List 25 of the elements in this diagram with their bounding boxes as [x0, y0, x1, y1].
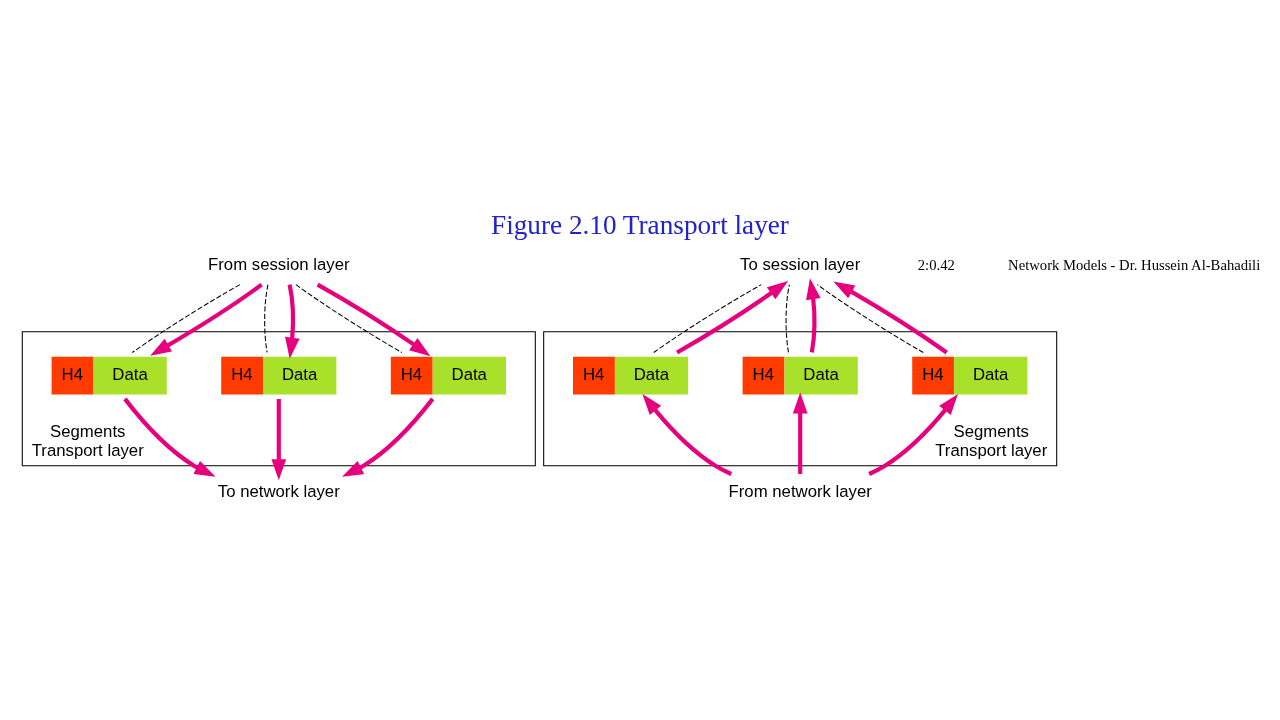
node-text: From network layer: [728, 481, 872, 501]
connector: [295, 284, 403, 354]
arrow: [285, 284, 300, 359]
connector: [264, 284, 269, 353]
node-text: To network layer: [217, 481, 340, 501]
arrow: [316, 282, 431, 357]
arrow: [833, 281, 948, 355]
node-text: From session layer: [208, 254, 350, 274]
connector: [816, 284, 924, 354]
arrow: [676, 280, 789, 355]
arrow: [806, 278, 821, 353]
connector: [653, 284, 762, 354]
arrow: [342, 397, 435, 477]
label: Network Models - Dr. Hussein Al-Bahadili: [1008, 256, 1261, 273]
connector: [131, 284, 241, 354]
arrow: [150, 282, 263, 356]
arrow: [123, 397, 216, 477]
arrow: [642, 393, 733, 476]
arrow: [792, 392, 808, 474]
label: 2:0.42: [917, 256, 955, 273]
arrow: [271, 398, 287, 481]
connector: [785, 284, 790, 353]
arrow: [868, 393, 958, 476]
diagram-title: Figure 2.10 Transport layer: [491, 210, 789, 241]
node-text: To session layer: [740, 254, 861, 274]
